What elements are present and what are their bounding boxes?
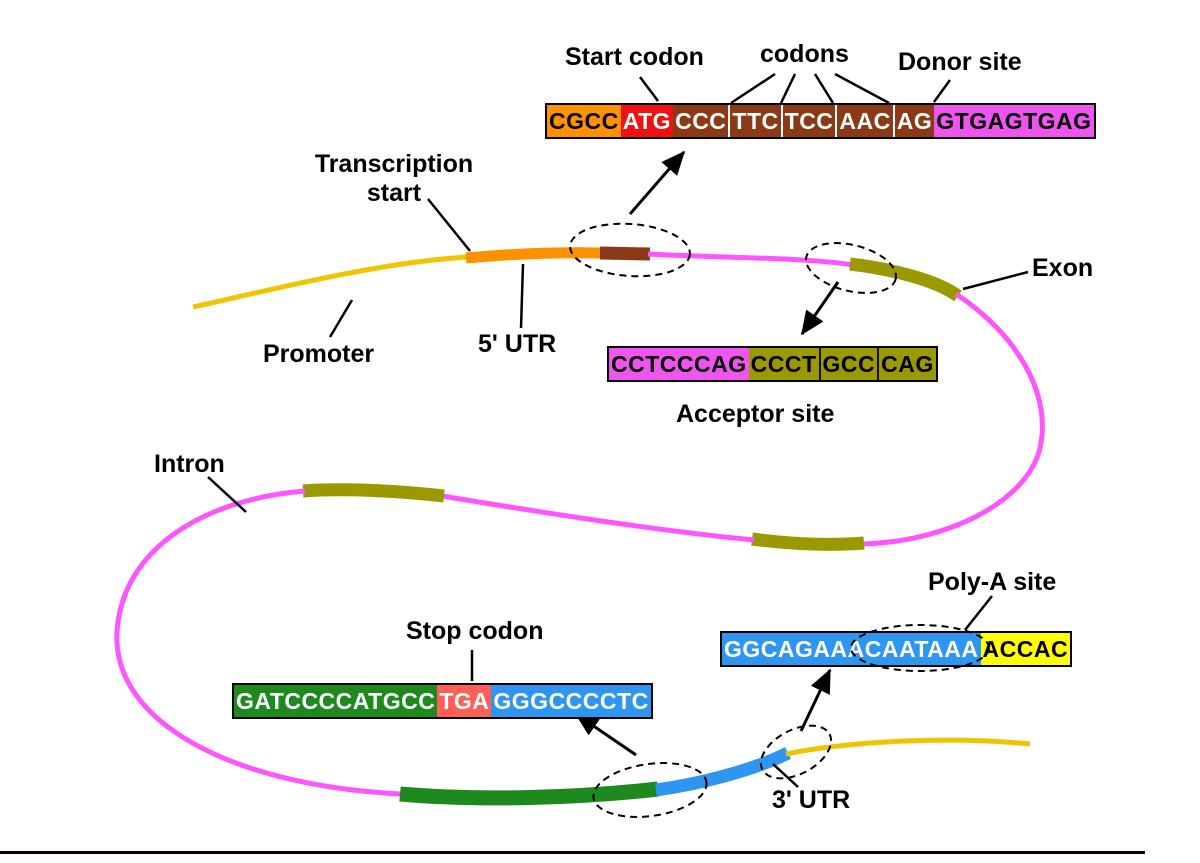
arrow-to-donor-box [628, 150, 686, 215]
exon-segment-3 [302, 483, 445, 503]
exon-pointer [962, 270, 1029, 291]
intron-label: Intron [154, 450, 225, 478]
arrow-to-stop-box [574, 712, 637, 757]
seq-start-codon-segment: ATG [620, 105, 674, 137]
acceptor-site-ellipse [805, 242, 897, 294]
coding-start-segment [599, 246, 651, 261]
seq-downstream-segment: ACCAC [980, 633, 1071, 665]
stop-region-ellipse [592, 762, 708, 818]
donor-site-ellipse [569, 222, 691, 278]
bottom-rule [0, 851, 1145, 854]
seq-utr5-segment: CGCC [547, 105, 621, 137]
seq-intron-start-segment: GTGAGTGAG [934, 105, 1094, 137]
polya-site-label: Poly-A site [928, 568, 1057, 596]
transcription-start-label-line1: Transcription [314, 150, 474, 178]
seq-intron-end-segment: CCTCCCAG [609, 348, 749, 380]
promoter-label: Promoter [263, 340, 375, 368]
exon-segment-2 [751, 532, 865, 551]
transcription-start-label-line2: start [366, 178, 422, 207]
downstream-curve [785, 737, 1031, 757]
seq-exon-codon-2: GCC [818, 348, 878, 380]
promoter-curve [192, 254, 469, 310]
acceptor-site-sequence-box: CCTCCCAG CCCT GCC CAG [607, 346, 938, 382]
arrow-to-polya-box [799, 668, 832, 732]
seq-codon-5: AG [892, 105, 935, 137]
transcription-start-pointer [427, 198, 471, 252]
donor-site-label: Donor site [898, 48, 1022, 76]
seq-coding-end-segment: GATCCCCATGCC [234, 685, 438, 717]
intron-pointer [207, 476, 247, 513]
seq-utr3-signal-segment: GGCAGAAACAATAAA [722, 633, 981, 665]
start-codon-pointer [639, 76, 659, 102]
intron-curve-4 [114, 488, 403, 797]
arrow-to-acceptor-box [800, 281, 840, 336]
seq-codon-1: CCC [673, 105, 729, 137]
donor-site-sequence-box: CGCC ATG CCC TTC TCC AAC AG GTGAGTGAG [545, 103, 1096, 139]
seq-codon-4: AAC [835, 105, 893, 137]
stop-codon-sequence-box: GATCCCCATGCC TGA GGGCCCCTC [232, 683, 653, 719]
polya-site-sequence-box: GGCAGAAACAATAAA ACCAC [720, 631, 1073, 667]
transcription-start-label: Transcription start [308, 150, 480, 208]
utr5-pointer [519, 263, 525, 329]
polya-junction-ellipse [759, 724, 833, 780]
promoter-pointer [328, 299, 354, 338]
seq-codon-3: TCC [780, 105, 836, 137]
start-codon-label: Start codon [565, 43, 704, 71]
utr3-label: 3' UTR [772, 786, 851, 814]
codon-pointer-1 [730, 72, 776, 105]
polya-site-pointer [964, 595, 993, 631]
intron-curve-3 [441, 493, 755, 543]
seq-exon-codon-1: CCCT [748, 348, 819, 380]
exon-label: Exon [1032, 254, 1094, 282]
utr5-segment [465, 247, 603, 264]
utr3-pointer [772, 763, 799, 788]
codon-pointer-2 [779, 73, 797, 104]
stop-codon-label: Stop codon [406, 617, 544, 645]
coding-green-segment [399, 781, 659, 806]
seq-exon-codon-3: CAG [877, 348, 936, 380]
donor-site-pointer [932, 79, 952, 103]
seq-codon-2: TTC [728, 105, 781, 137]
seq-stop-codon-segment: TGA [437, 685, 492, 717]
intron-curve-1 [647, 251, 855, 268]
codons-label: codons [760, 40, 849, 68]
acceptor-site-label: Acceptor site [676, 400, 835, 428]
intron-curve-2 [861, 291, 1045, 547]
seq-utr3-start-segment: GGGCCCCTC [491, 685, 651, 717]
codon-pointer-3 [813, 73, 835, 104]
utr3-segment [655, 747, 791, 797]
exon-segment-1 [849, 257, 962, 302]
codon-pointer-4 [834, 72, 890, 105]
utr5-label: 5' UTR [478, 330, 557, 358]
